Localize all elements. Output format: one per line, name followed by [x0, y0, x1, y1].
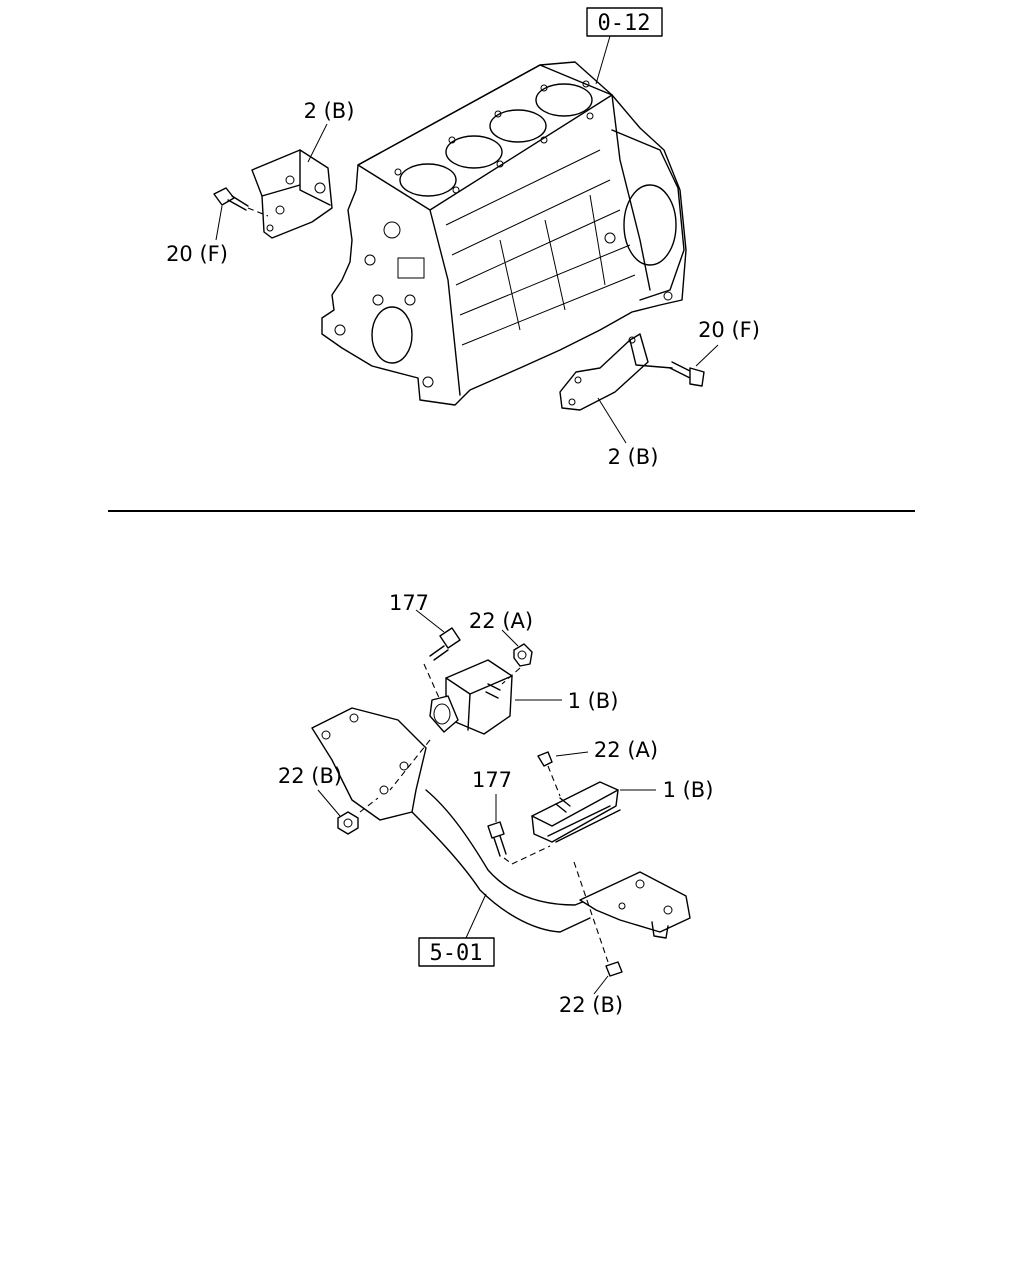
callout-bolt-right: 20 (F) [698, 318, 760, 342]
bracket-left [251, 149, 333, 239]
callout-bracket-right: 2 (B) [608, 445, 659, 469]
reference-label-bottom: 5-01 [430, 941, 483, 966]
leader-nut-22a-lower [555, 751, 589, 757]
leader-nut-22b-bottom [593, 975, 609, 995]
callout-mount-upper: 1 (B) [568, 689, 619, 713]
leader-bolt-177-upper [415, 609, 445, 633]
bolt-left [213, 187, 269, 217]
leader-nut-22b-left [317, 789, 341, 817]
callout-bolt-left: 20 (F) [166, 242, 228, 266]
bolt-right [669, 361, 705, 387]
callout-bolt-177-upper: 177 [389, 591, 429, 615]
callout-bracket-left: 2 (B) [304, 99, 355, 123]
callout-nut-22a-upper: 22 (A) [469, 609, 533, 633]
leader-nut-22a-upper [501, 629, 519, 647]
callout-nut-22b-left: 22 (B) [278, 764, 342, 788]
leader-ref-top [595, 35, 611, 85]
leader-bolt-right [695, 344, 719, 367]
callout-nut-22b-bottom: 22 (B) [559, 993, 623, 1017]
crossmember [311, 707, 691, 939]
reference-box-bottom: 5-01 [418, 937, 495, 967]
callout-nut-22a-lower: 22 (A) [594, 738, 658, 762]
leader-ref-bottom [465, 893, 487, 939]
leader-bracket-left [307, 123, 328, 163]
leader-bracket-right [597, 397, 627, 444]
mount-lower [531, 781, 621, 843]
bolt-177-lower [487, 821, 551, 865]
reference-label-top: 0-12 [598, 11, 651, 36]
nut-22b-left [337, 797, 379, 835]
leader-bolt-left [215, 205, 223, 241]
reference-box-top: 0-12 [586, 7, 663, 37]
nut-22a-lower [537, 751, 561, 797]
callout-mount-lower: 1 (B) [663, 778, 714, 802]
assembly-line-upper [389, 739, 431, 791]
engine-block [321, 61, 687, 406]
callout-bolt-177-lower: 177 [472, 768, 512, 792]
bracket-right [559, 333, 673, 411]
nut-22b-bottom [573, 861, 623, 977]
mount-upper [429, 659, 513, 735]
nut-22a-upper [501, 643, 533, 685]
bolt-177-upper [423, 627, 461, 701]
